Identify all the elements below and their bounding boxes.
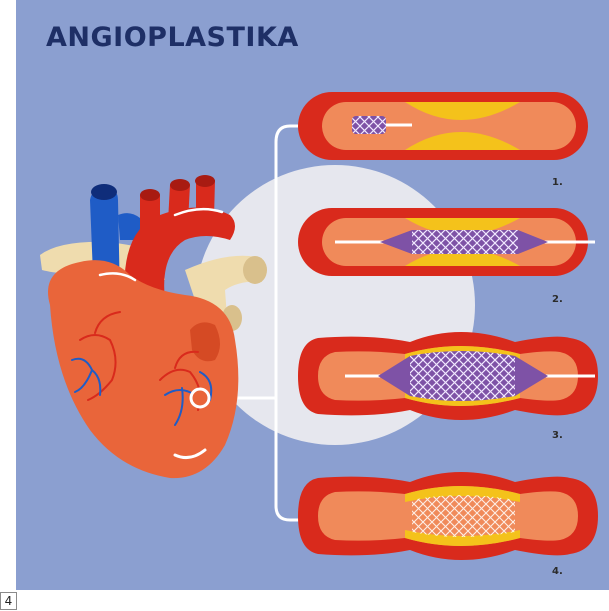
artery-step-1 bbox=[298, 92, 588, 160]
zoom-marker bbox=[191, 389, 209, 407]
artery-step-4 bbox=[298, 472, 598, 560]
heart-illustration bbox=[40, 175, 267, 478]
page-number: 4 bbox=[0, 592, 17, 610]
step-label-3: 3. bbox=[552, 430, 563, 441]
step-label-4: 4. bbox=[552, 566, 563, 577]
artery-step-3 bbox=[298, 332, 598, 420]
step-label-2: 2. bbox=[552, 294, 563, 305]
artery-step-2 bbox=[298, 208, 595, 276]
step-label-1: 1. bbox=[552, 177, 563, 188]
